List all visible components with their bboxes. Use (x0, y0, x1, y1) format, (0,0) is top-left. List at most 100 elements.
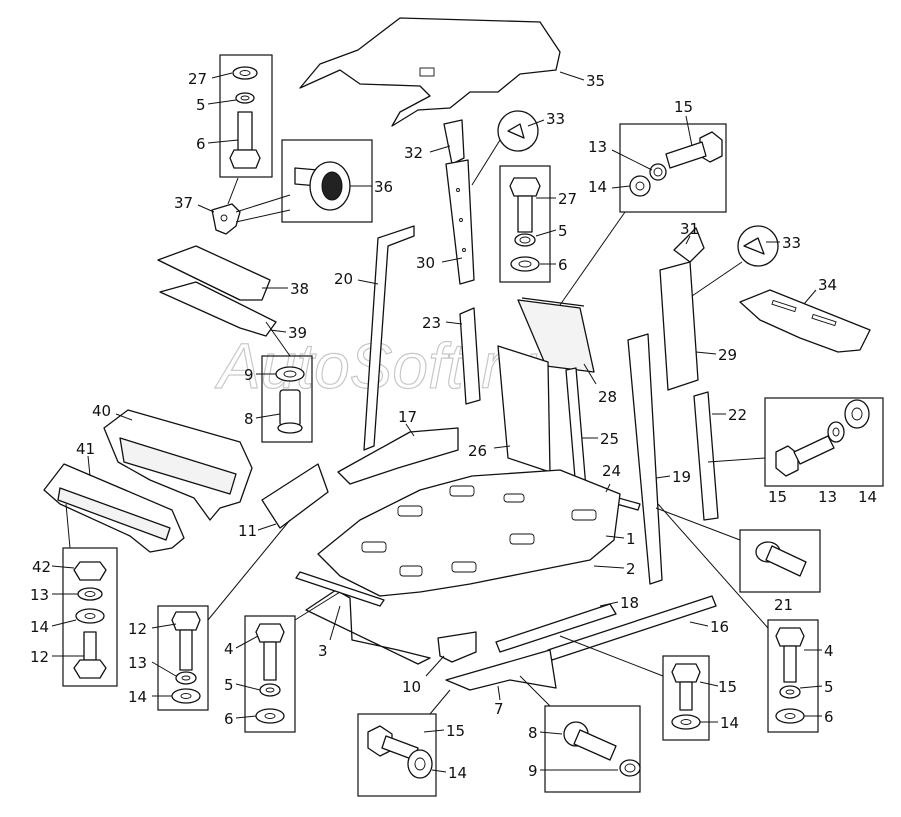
label-9a: 9 (244, 366, 276, 384)
callout-5: 5 (224, 676, 234, 694)
part-19-pillar (627, 333, 663, 585)
label-25: 25 (582, 430, 619, 448)
label-19: 19 (655, 468, 691, 486)
callout-8: 8 (528, 724, 538, 742)
label-28: 28 (583, 363, 617, 406)
part-41-console (43, 463, 185, 553)
part-23-trim (459, 307, 481, 405)
fastener-group-15-14-bottom (357, 689, 451, 797)
callout-42: 42 (32, 558, 51, 576)
label-15b: 15 (768, 488, 787, 506)
label-15a: 15 (674, 98, 693, 147)
callout-32: 32 (404, 144, 423, 162)
label-20: 20 (334, 270, 379, 288)
part-1-2-floor (317, 469, 621, 597)
callout-12: 12 (128, 620, 147, 638)
label-34: 34 (803, 276, 837, 305)
label-27a: 27 (188, 70, 233, 88)
callout-31: 31 (680, 220, 699, 238)
callout-14: 14 (858, 488, 877, 506)
label-13b: 13 (818, 488, 837, 506)
part-3-floor-panel (295, 571, 431, 665)
callout-9: 9 (244, 366, 254, 384)
callout-30: 30 (416, 254, 435, 272)
part-26-panel (497, 345, 551, 473)
label-6b: 6 (540, 256, 568, 274)
callout-15: 15 (718, 678, 737, 696)
label-13c: 13 (30, 586, 78, 604)
callout-2: 2 (626, 560, 636, 578)
label-7: 7 (494, 685, 504, 718)
part-20-pillar (363, 225, 415, 451)
callout-29: 29 (718, 346, 737, 364)
callout-5: 5 (824, 678, 834, 696)
label-5a: 5 (196, 96, 237, 114)
label-8a: 8 (244, 410, 281, 428)
fastener-group-21 (655, 507, 821, 593)
part-10-bracket (437, 631, 477, 663)
callout-22: 22 (728, 406, 747, 424)
callout-9: 9 (528, 762, 538, 780)
callout-39: 39 (288, 324, 307, 342)
callout-41: 41 (76, 440, 95, 458)
label-3: 3 (318, 605, 341, 660)
callout-21: 21 (774, 596, 793, 614)
label-5b: 5 (535, 222, 568, 240)
part-38-trim (157, 245, 271, 301)
label-41: 41 (76, 440, 95, 477)
part-37-clip (211, 177, 241, 235)
part-7-panel (445, 649, 557, 691)
callout-13: 13 (128, 654, 147, 672)
label-23: 23 (422, 314, 463, 332)
part-22-trim (693, 391, 719, 521)
callout-5: 5 (558, 222, 568, 240)
label-33b: 33 (766, 234, 801, 252)
label-36: 36 (350, 178, 393, 196)
label-42: 42 (32, 558, 75, 576)
callout-36: 36 (374, 178, 393, 196)
label-37: 37 (174, 194, 215, 213)
label-5d: 5 (799, 678, 834, 696)
label-40: 40 (92, 402, 133, 421)
callout-4: 4 (824, 642, 834, 660)
callout-24: 24 (602, 462, 621, 480)
label-6c: 6 (224, 710, 257, 728)
part-40-console (103, 409, 253, 521)
callout-26: 26 (468, 442, 487, 460)
label-12a: 12 (30, 648, 84, 666)
label-14d: 14 (128, 688, 172, 706)
label-15c: 15 (699, 678, 737, 696)
fastener-group-4-5-6-left (244, 591, 341, 733)
fastener-group-15-13-14-top (559, 123, 727, 306)
callout-5: 5 (196, 96, 206, 114)
callout-27: 27 (558, 190, 577, 208)
callout-14: 14 (128, 688, 147, 706)
fastener-group-15-13-14-right (707, 397, 884, 487)
callout-17: 17 (398, 408, 417, 426)
label-14c: 14 (30, 618, 77, 636)
label-29: 29 (695, 346, 737, 364)
callout-19: 19 (672, 468, 691, 486)
label-33a: 33 (527, 110, 565, 128)
label-17: 17 (398, 408, 417, 437)
callout-18: 18 (620, 594, 639, 612)
label-30: 30 (416, 254, 463, 272)
callout-15: 15 (446, 722, 465, 740)
callout-13: 13 (30, 586, 49, 604)
callout-27: 27 (188, 70, 207, 88)
label-27b: 27 (536, 190, 577, 208)
label-8b: 8 (528, 724, 563, 742)
part-17-cover (337, 427, 459, 485)
label-24: 24 (602, 462, 621, 493)
callout-35: 35 (586, 72, 605, 90)
label-39: 39 (269, 324, 307, 342)
label-15d: 15 (423, 722, 465, 740)
label-21: 21 (774, 596, 793, 614)
part-32-30-pillar (443, 110, 539, 285)
label-14a: 14 (588, 178, 631, 196)
fastener-group-8-9-bottom (519, 675, 641, 793)
part-25-rail (565, 367, 587, 491)
callout-23: 23 (422, 314, 441, 332)
part-18-strip (495, 603, 617, 653)
label-6a: 6 (196, 135, 239, 153)
